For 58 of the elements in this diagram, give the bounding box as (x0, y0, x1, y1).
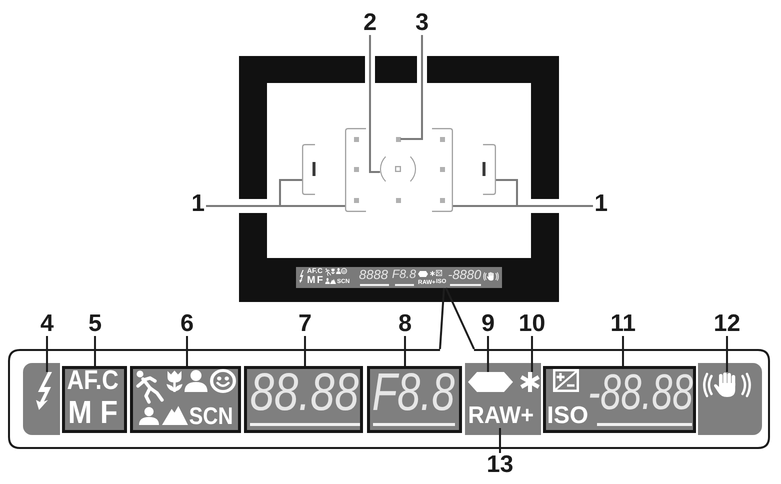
enlarged-display-panel (8, 349, 770, 449)
lcd-digits: F8.8 (392, 268, 416, 280)
af-point-icon (396, 136, 400, 142)
leader-line (94, 336, 96, 366)
leader-line (400, 35, 423, 140)
callout-number: 3 (414, 11, 430, 35)
leader-line (186, 336, 188, 366)
lcd-label: ISO (547, 404, 588, 428)
lcd-segment-tile (698, 363, 762, 435)
lcd-segment-tile (23, 363, 60, 435)
af-area-brackets (345, 128, 453, 212)
lcd-digits: -8880 (448, 268, 482, 281)
lcd-segment-box (244, 366, 363, 433)
lcd-label: MF (307, 276, 324, 286)
magnifier-line (439, 288, 445, 350)
leader-line (726, 336, 728, 372)
hand-icon (702, 372, 752, 398)
lcd-label: MF (68, 396, 126, 428)
callout-number: 8 (397, 312, 413, 336)
lcd-digits: 8888 (359, 268, 388, 281)
callout-number: 4 (39, 312, 55, 336)
callout-number: 6 (179, 312, 195, 336)
callout-number: 5 (87, 312, 103, 336)
lcd-label: RAW+ (468, 404, 534, 428)
leader-line (304, 336, 306, 366)
hexagon-icon (468, 372, 513, 392)
callout-number: 1 (190, 192, 206, 216)
leader-line (531, 336, 533, 372)
leader-line (46, 336, 48, 372)
lcd-segment-tile (465, 363, 541, 435)
callout-number: 10 (518, 312, 546, 336)
lcd-label: SCN (189, 405, 234, 429)
viewfinder-frame (239, 56, 559, 302)
lcd-label: AF.C (67, 367, 119, 394)
leader-line (404, 336, 406, 366)
lcd-digits: 88.88 (250, 366, 359, 419)
lcd-segment-box (130, 366, 241, 433)
lcd-segment-box (543, 366, 696, 433)
asterisk-icon (520, 372, 540, 392)
leader-line (487, 336, 489, 372)
callout-number: 12 (713, 312, 741, 336)
lcd-digits: -88.88 (588, 367, 693, 417)
leader-line (369, 35, 380, 173)
callout-number: 2 (362, 11, 378, 35)
af-point-bracket (302, 144, 316, 195)
lcd-segment-box (62, 366, 127, 433)
lcd-digits: F8.8 (372, 366, 455, 419)
viewfinder-display-strip (296, 267, 502, 288)
leader-line (499, 428, 501, 453)
callout-number: 11 (609, 312, 637, 336)
magnifier-line (445, 288, 475, 350)
leader-line (622, 336, 624, 366)
af-point-bracket (482, 144, 496, 195)
lcd-segment-box (367, 366, 462, 433)
callout-number: 13 (486, 453, 514, 477)
callout-number: 9 (480, 312, 496, 336)
callout-number: 1 (593, 192, 609, 216)
callout-number: 7 (297, 312, 313, 336)
